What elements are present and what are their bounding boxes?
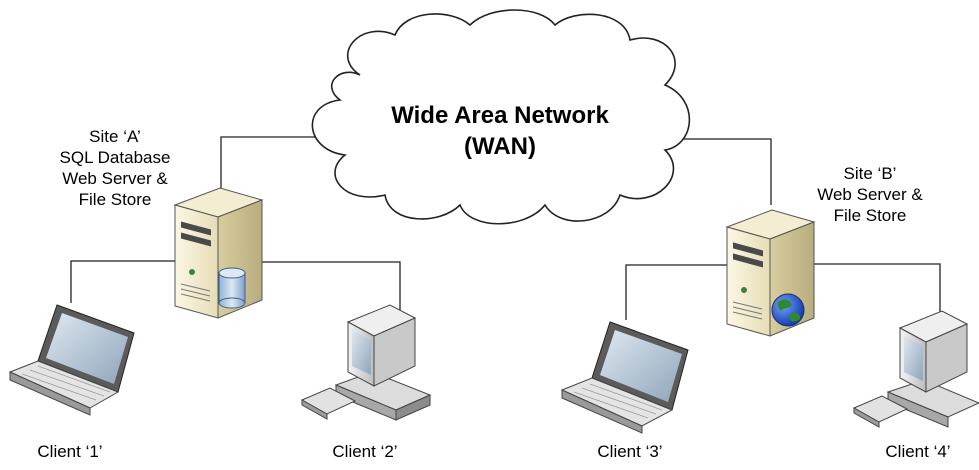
site-a-label-line: Web Server & xyxy=(62,169,168,188)
client-1-label: Client ‘1’ xyxy=(37,442,103,461)
site-b-label-line: Web Server & xyxy=(817,185,923,204)
database-icon xyxy=(218,267,246,309)
client-3-laptop xyxy=(560,321,689,434)
client-1-laptop xyxy=(8,304,135,416)
site-a-label-line: File Store xyxy=(78,190,152,209)
connection-lines xyxy=(70,136,941,320)
site-b-label-line: Site ‘B’ xyxy=(843,164,897,183)
link-wan-site-b xyxy=(663,138,772,205)
link-site-b-client-3 xyxy=(625,264,733,320)
site-a-label-line: Site ‘A’ xyxy=(89,127,141,146)
wan-title-line2: (WAN) xyxy=(464,133,536,160)
link-wan-site-a xyxy=(220,136,330,197)
client-3-label: Client ‘3’ xyxy=(597,442,663,461)
client-4-label: Client ‘4’ xyxy=(885,442,951,461)
client-4-desktop xyxy=(852,310,979,428)
client-2-label: Client ‘2’ xyxy=(332,442,398,461)
wan-title-line1: Wide Area Network xyxy=(391,102,609,129)
link-site-b-client-4 xyxy=(814,263,941,320)
site-a-label: Site ‘A’ SQL Database Web Server & File … xyxy=(40,126,190,210)
site-a-server xyxy=(173,187,264,319)
link-site-a-client-2 xyxy=(258,261,401,318)
wan-cloud xyxy=(311,9,691,225)
site-b-server xyxy=(725,209,816,337)
wan-title: Wide Area Network (WAN) xyxy=(360,100,640,162)
site-a-label-line: SQL Database xyxy=(59,148,171,167)
site-b-label-line: File Store xyxy=(833,206,907,225)
site-b-label: Site ‘B’ Web Server & File Store xyxy=(795,163,945,226)
link-site-a-client-1 xyxy=(70,260,193,303)
client-2-desktop xyxy=(300,304,432,421)
globe-icon xyxy=(771,293,805,327)
